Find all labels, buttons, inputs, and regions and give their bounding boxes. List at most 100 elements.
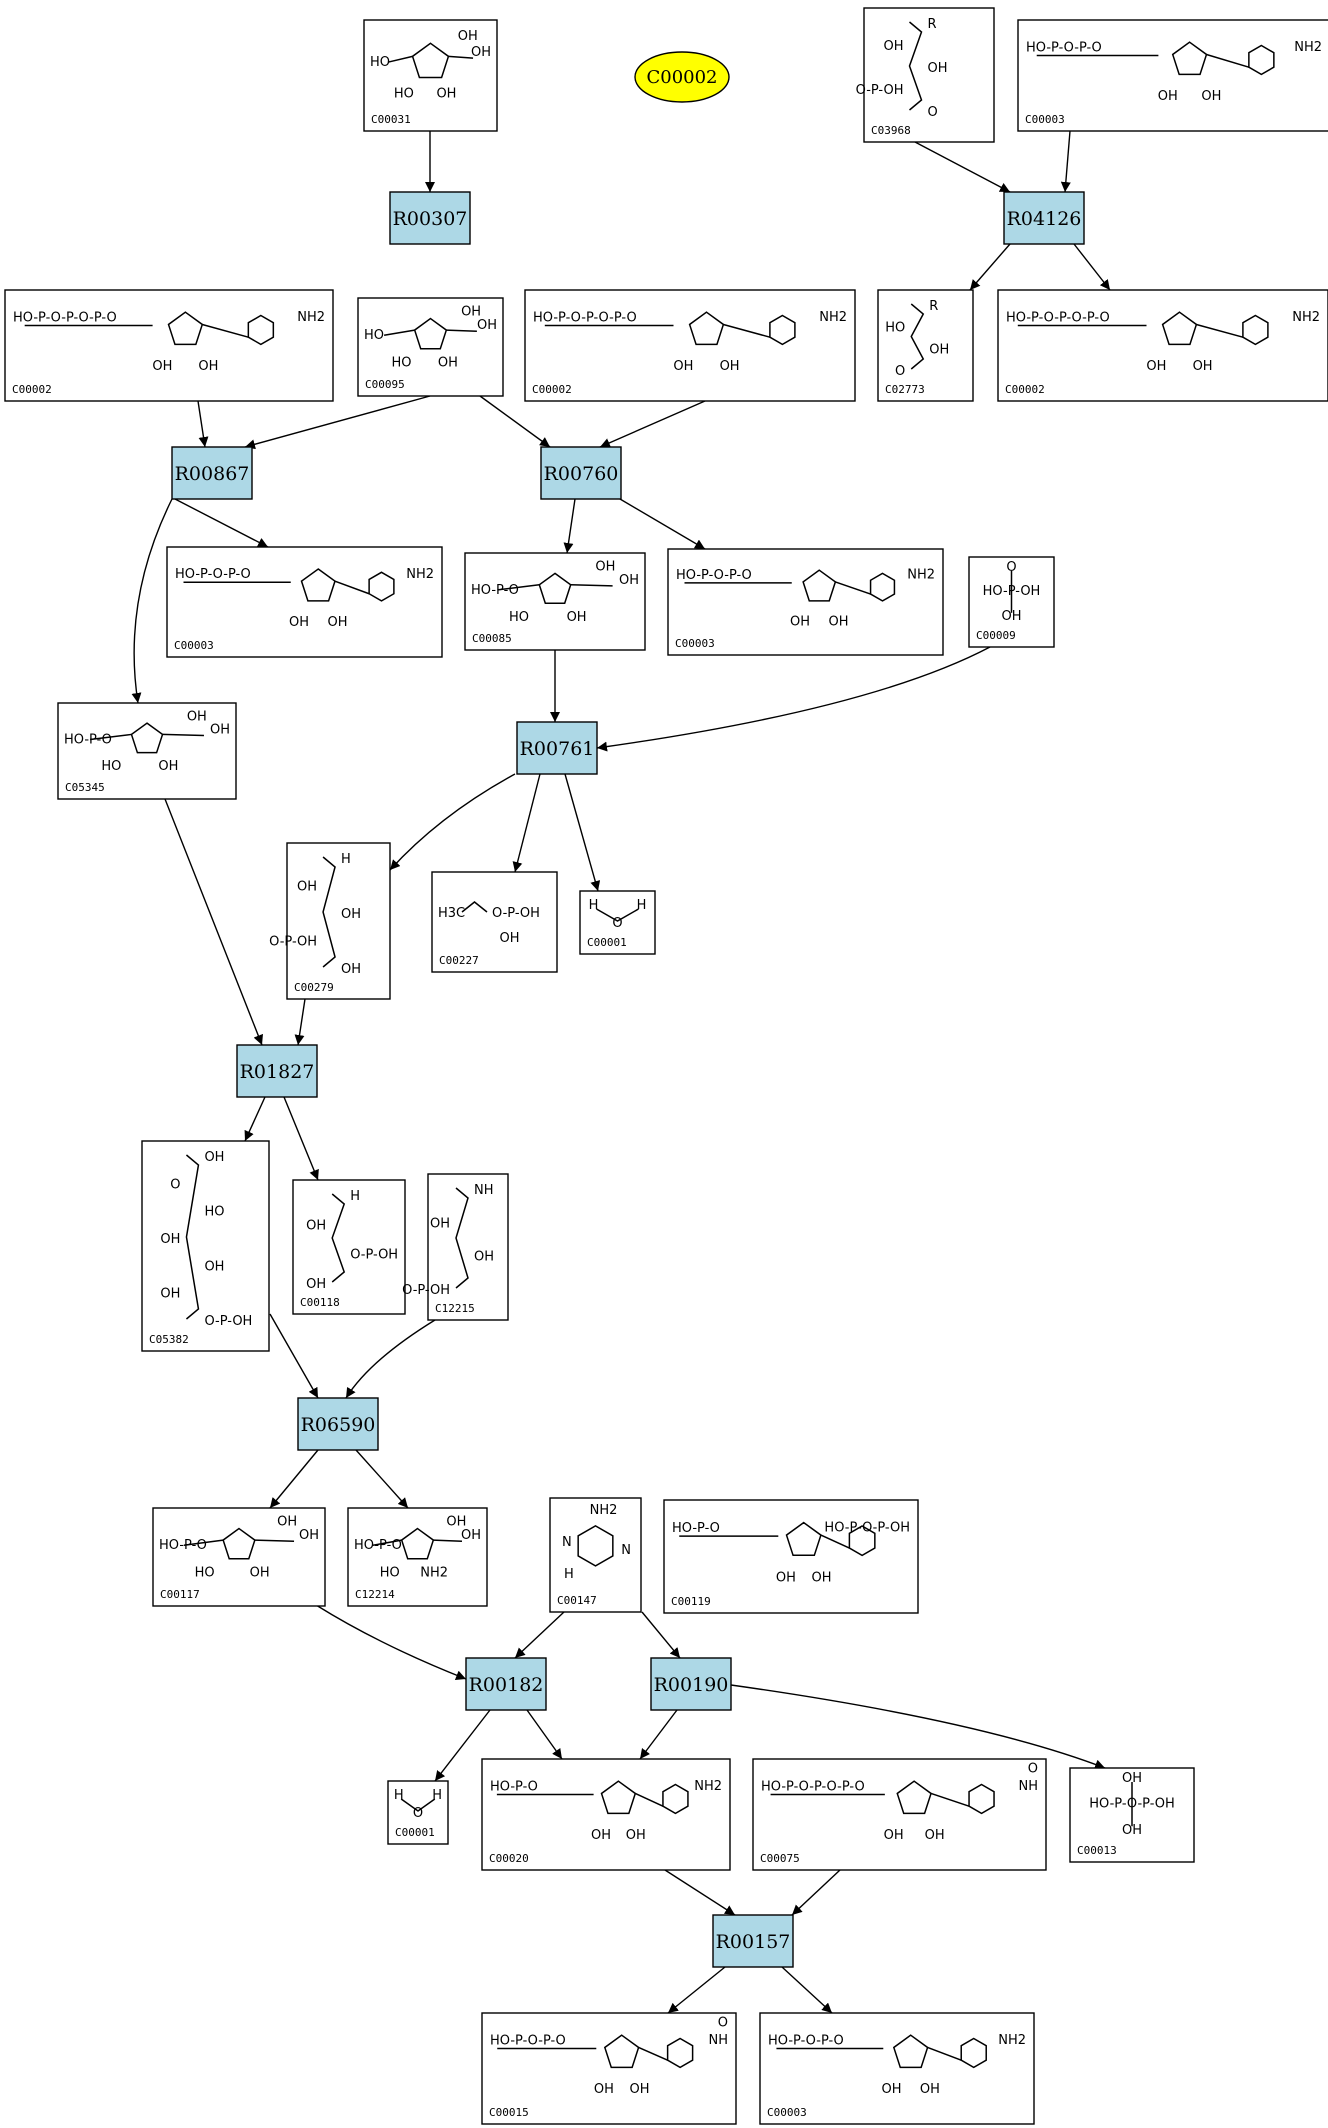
atom-label: O [718, 2015, 728, 2030]
compound-id-label: C05345 [65, 781, 105, 794]
reaction-node-r06590[interactable]: R06590 [297, 1397, 379, 1451]
atom-label: HO-P-O-P-O [1026, 41, 1102, 56]
compound-box[interactable] [481, 1758, 731, 1871]
atom-label: O [895, 364, 905, 379]
highlight-legend[interactable]: C00002 [634, 51, 730, 103]
atom-label: N [621, 1543, 631, 1558]
reaction-node-r00760[interactable]: R00760 [540, 446, 622, 500]
compound-box[interactable] [464, 552, 646, 651]
reaction-box[interactable] [712, 1914, 794, 1968]
compound-box[interactable] [1017, 19, 1328, 132]
compound-box[interactable] [387, 1780, 449, 1845]
atom-label: H [637, 898, 647, 913]
reaction-box[interactable] [389, 191, 471, 245]
compound-box[interactable] [166, 546, 443, 658]
reaction-box[interactable] [650, 1657, 732, 1711]
compound-box[interactable] [1069, 1767, 1195, 1863]
compound-box[interactable] [524, 289, 856, 402]
compound-box[interactable] [997, 289, 1328, 402]
compound-box[interactable] [427, 1173, 509, 1321]
compound-box[interactable] [549, 1497, 642, 1613]
compound-box[interactable] [431, 871, 558, 973]
base-ring [960, 2037, 987, 2069]
compound-id-label: C02773 [885, 383, 925, 396]
reaction-edge-4 [969, 243, 1011, 291]
highlight-ellipse[interactable] [634, 51, 730, 103]
compound-box[interactable] [347, 1507, 488, 1607]
compound-id-label: C00003 [1025, 113, 1065, 126]
compound-box[interactable] [286, 842, 391, 1000]
compound-box[interactable] [759, 2012, 1035, 2125]
compound-box[interactable] [141, 1140, 270, 1352]
compound-box[interactable] [152, 1507, 326, 1607]
compound-box[interactable] [877, 289, 974, 402]
reaction-edge-33 [730, 1684, 1106, 1770]
compound-id-label: C00001 [587, 936, 627, 949]
compound-box[interactable] [57, 702, 237, 800]
glycosidic-bond [835, 581, 871, 595]
compound-box[interactable] [292, 1179, 406, 1315]
reaction-box[interactable] [516, 721, 598, 775]
compound-box[interactable] [481, 2012, 737, 2125]
compound-box[interactable] [663, 1499, 919, 1614]
compound-box[interactable] [667, 548, 944, 656]
reaction-node-r00182[interactable]: R00182 [465, 1657, 547, 1711]
reaction-node-r00157[interactable]: R00157 [712, 1914, 794, 1968]
compound-box[interactable] [363, 19, 498, 132]
reaction-node-r00867[interactable]: R00867 [171, 446, 253, 500]
compound-box[interactable] [4, 289, 334, 402]
reaction-box[interactable] [171, 446, 253, 500]
atom-label: OH [1146, 359, 1166, 374]
compound-box[interactable] [752, 1758, 1047, 1871]
ribose-ring [603, 2034, 640, 2069]
compound-id-label: C00147 [557, 1594, 597, 1607]
atom-label: OH [1122, 1823, 1142, 1838]
reaction-box[interactable] [236, 1044, 318, 1098]
atom-label: OH [474, 1250, 494, 1265]
atom-label: HO [885, 321, 905, 336]
reaction-box[interactable] [465, 1657, 547, 1711]
reaction-node-r00307[interactable]: R00307 [389, 191, 471, 245]
reaction-box[interactable] [540, 446, 622, 500]
compound-box[interactable] [357, 297, 504, 397]
compound-box[interactable] [579, 890, 656, 955]
base-ring [368, 571, 395, 602]
reaction-edge-18 [564, 773, 601, 892]
reaction-node-r01827[interactable]: R01827 [236, 1044, 318, 1098]
reaction-box[interactable] [297, 1397, 379, 1451]
reaction-box[interactable] [1003, 191, 1085, 245]
compound-box[interactable] [863, 7, 995, 143]
reaction-node-r04126[interactable]: R04126 [1003, 191, 1085, 245]
reaction-node-r00761[interactable]: R00761 [516, 721, 598, 775]
reaction-node-r00190[interactable]: R00190 [650, 1657, 732, 1711]
